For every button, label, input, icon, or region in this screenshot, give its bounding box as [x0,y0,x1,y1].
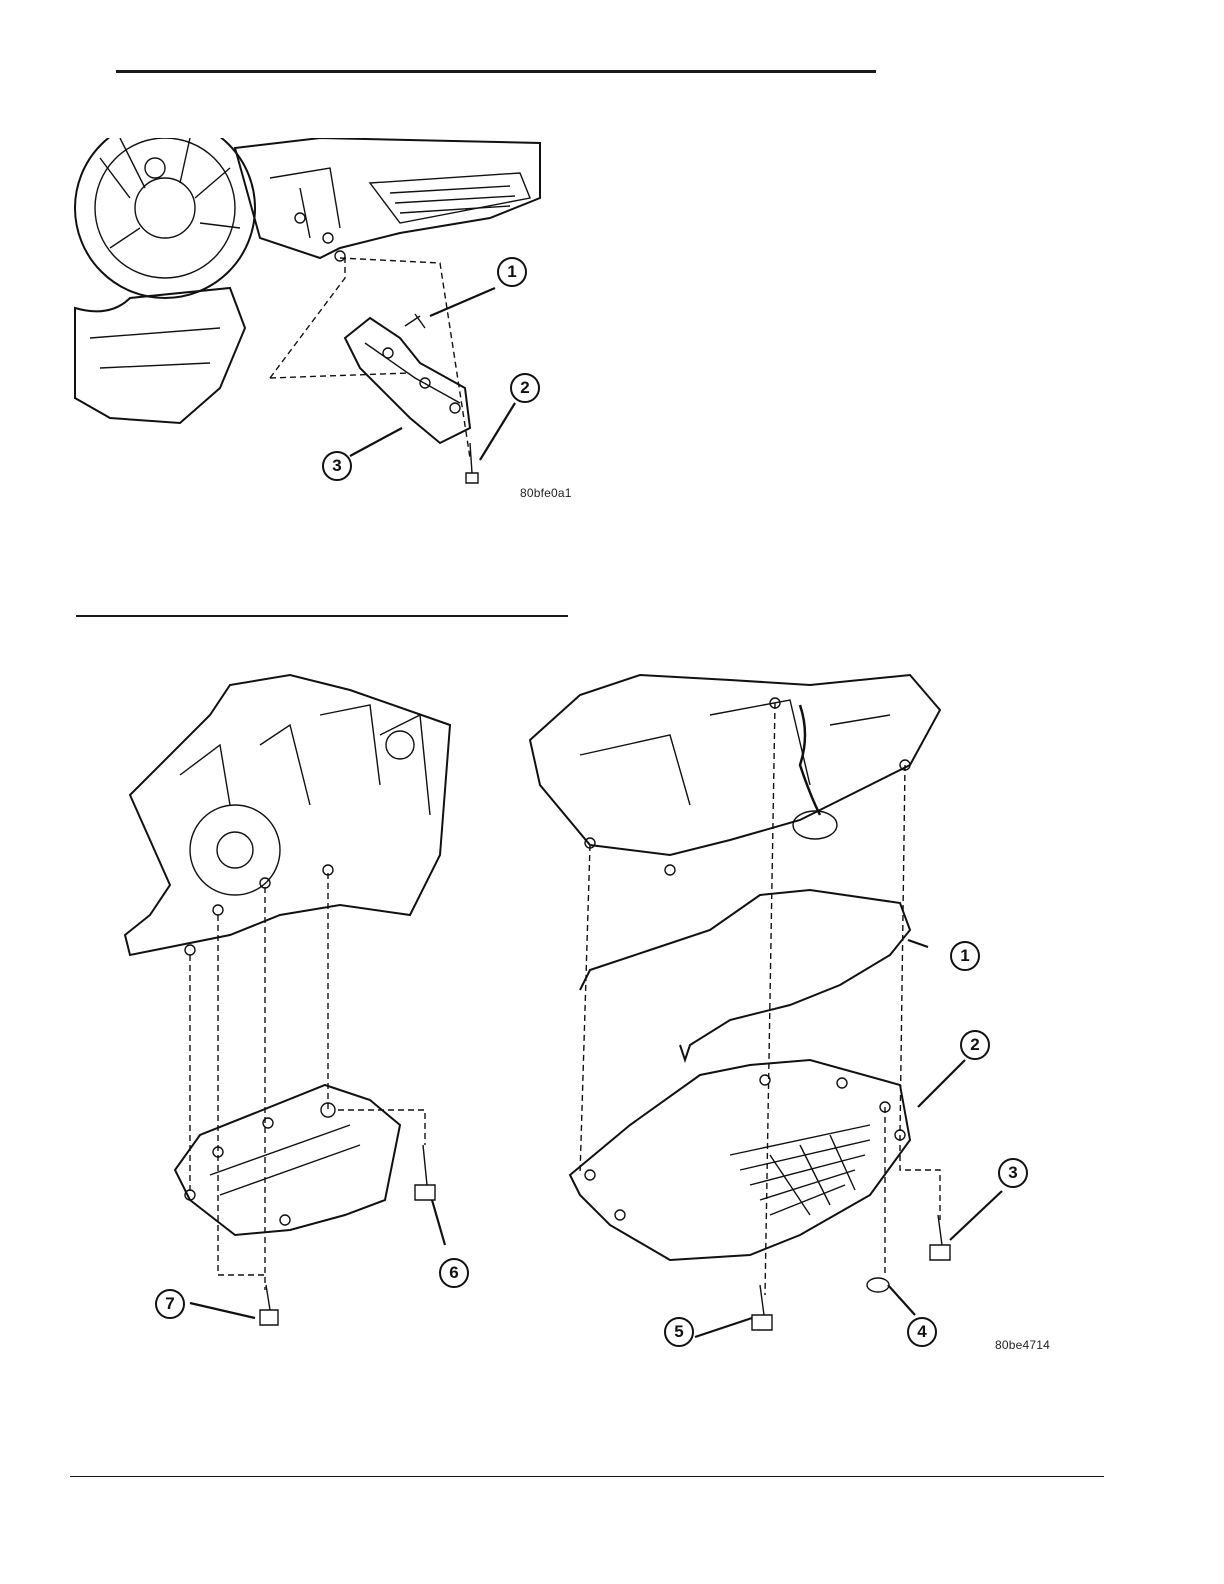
figure-id: 80bfe0a1 [520,486,572,500]
figure-oil-pan-drawing [110,655,1070,1365]
header-rule [116,70,876,73]
figure-oil-pan: 1 2 3 4 5 6 7 80be4714 [110,655,1070,1365]
callout-2: 2 [960,1030,990,1060]
callout-3: 3 [322,451,352,481]
callout-5: 5 [664,1317,694,1347]
callout-1: 1 [497,257,527,287]
callout-3: 3 [998,1158,1028,1188]
figure-structural-collar: 1 2 3 80bfe0a1 [70,138,590,518]
callout-7: 7 [155,1289,185,1319]
callout-6: 6 [439,1258,469,1288]
figure-id: 80be4714 [995,1338,1050,1352]
footer-rule [70,1476,1104,1477]
callout-1: 1 [950,941,980,971]
callout-4: 4 [907,1317,937,1347]
section-rule [76,615,568,617]
callout-2: 2 [510,373,540,403]
